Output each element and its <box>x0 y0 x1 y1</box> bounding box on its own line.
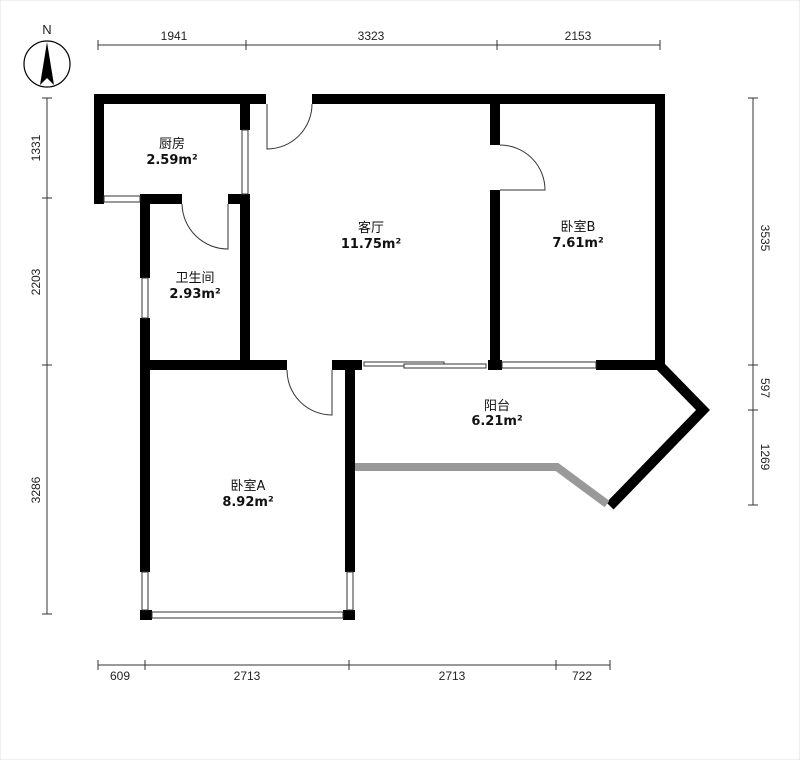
north-compass-icon: N <box>23 22 71 88</box>
dim-bottom-3: 2713 <box>439 669 466 683</box>
room-area: 6.21m² <box>471 414 522 429</box>
dim-right-2: 597 <box>758 378 772 398</box>
left-dimension-line: 1331 2203 3286 <box>29 97 52 615</box>
room-name: 厨房 <box>159 136 185 152</box>
room-name: 卧室B <box>561 219 596 235</box>
dim-bottom-1: 609 <box>110 669 130 683</box>
dim-top-3: 2153 <box>565 29 592 43</box>
dim-bottom-4: 722 <box>572 669 592 683</box>
room-balcony: 阳台 6.21m² <box>471 399 522 429</box>
dim-top-2: 3323 <box>358 29 385 43</box>
dim-left-2: 2203 <box>29 268 43 295</box>
room-name: 阳台 <box>484 399 510 414</box>
room-bedroom-a: 卧室A 8.92m² <box>222 478 273 510</box>
dim-bottom-2: 2713 <box>234 669 261 683</box>
room-area: 11.75m² <box>341 237 401 252</box>
door-icon <box>181 103 546 416</box>
dim-right-3: 1269 <box>758 444 772 471</box>
dim-right-1: 3535 <box>758 225 772 252</box>
room-name: 卫生间 <box>175 271 214 286</box>
room-bathroom: 卫生间 2.93m² <box>169 271 220 302</box>
walls <box>94 94 710 620</box>
bottom-dimension-line: 609 2713 2713 722 <box>97 660 611 683</box>
room-living: 客厅 11.75m² <box>341 220 401 252</box>
room-name: 卧室A <box>231 478 266 494</box>
compass-label: N <box>42 22 51 37</box>
top-dimension-line: 1941 3323 2153 <box>97 29 661 50</box>
room-area: 7.61m² <box>552 236 603 251</box>
room-area: 2.93m² <box>169 287 220 302</box>
right-dimension-line: 3535 597 1269 <box>748 97 772 506</box>
room-kitchen: 厨房 2.59m² <box>146 136 197 168</box>
balcony-railing <box>355 463 610 508</box>
room-name: 客厅 <box>358 220 384 236</box>
room-area: 8.92m² <box>222 495 273 510</box>
room-area: 2.59m² <box>146 153 197 168</box>
dim-left-1: 1331 <box>29 134 43 161</box>
dim-left-3: 3286 <box>29 476 43 503</box>
dim-top-1: 1941 <box>161 29 188 43</box>
room-bedroom-b: 卧室B 7.61m² <box>552 219 603 251</box>
windows <box>103 129 597 619</box>
